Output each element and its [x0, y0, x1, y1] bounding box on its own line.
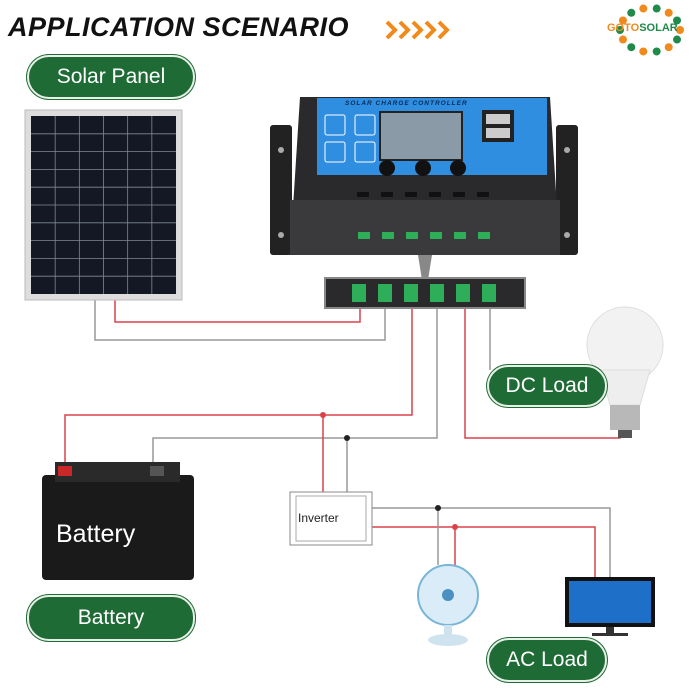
terminal: [430, 284, 444, 302]
wire-ac-out-2: [372, 526, 596, 578]
controller-slot: [429, 192, 441, 197]
monitor-image: [565, 577, 655, 636]
fan-image: [417, 564, 479, 646]
logo-dot: [627, 43, 636, 52]
logo-dot: [664, 8, 673, 17]
battery-image: [42, 462, 194, 580]
terminal: [404, 284, 418, 302]
terminal: [352, 284, 366, 302]
controller-terminal: [478, 232, 490, 239]
controller-terminal: [430, 232, 442, 239]
inverter-label: Inverter: [298, 511, 339, 525]
gotosolar-logo: [616, 4, 684, 56]
controller-slot: [477, 192, 489, 197]
logo-dot: [639, 47, 648, 56]
logo-dot: [616, 26, 624, 34]
logo-dot: [673, 35, 682, 44]
logo-dot: [652, 4, 661, 13]
charge-controller-image: [270, 97, 578, 309]
logo-dot: [627, 8, 636, 17]
logo-text: GOTOSOLAR: [607, 22, 678, 34]
logo-dot: [639, 4, 648, 13]
controller-slot: [381, 192, 393, 197]
logo-dot: [652, 47, 661, 56]
wire-panel-positive: [114, 298, 361, 323]
dc-load-label: DC Load: [487, 365, 607, 407]
chevron-right-icon: [385, 20, 450, 40]
wire-ac-out-1: [372, 507, 611, 578]
controller-terminal: [406, 232, 418, 239]
battery-device-label: Battery: [56, 520, 136, 548]
controller-slot: [405, 192, 417, 197]
terminal: [378, 284, 392, 302]
terminal: [456, 284, 470, 302]
ac-load-label: AC Load: [487, 638, 607, 682]
controller-terminal: [358, 232, 370, 239]
controller-terminal: [382, 232, 394, 239]
controller-terminal: [454, 232, 466, 239]
controller-label: SOLAR CHARGE CONTROLLER: [345, 100, 468, 107]
inverter-image: [289, 491, 373, 546]
controller-slot: [357, 192, 369, 197]
battery-label: Battery: [27, 595, 195, 641]
logo-dot: [618, 16, 627, 25]
logo-dot: [676, 26, 684, 34]
solar-panel-label: Solar Panel: [27, 55, 195, 99]
wire-battery-negative: [152, 308, 438, 466]
solar-panel-image: [24, 109, 183, 301]
wire-battery-positive: [64, 308, 413, 470]
terminal: [482, 284, 496, 302]
logo-dot: [673, 16, 682, 25]
controller-slot: [453, 192, 465, 197]
logo-dot: [664, 43, 673, 52]
page-title: APPLICATION SCENARIO: [8, 12, 350, 42]
light-bulb-image: [586, 306, 664, 438]
logo-dot: [618, 35, 627, 44]
wire-panel-negative: [94, 298, 386, 341]
